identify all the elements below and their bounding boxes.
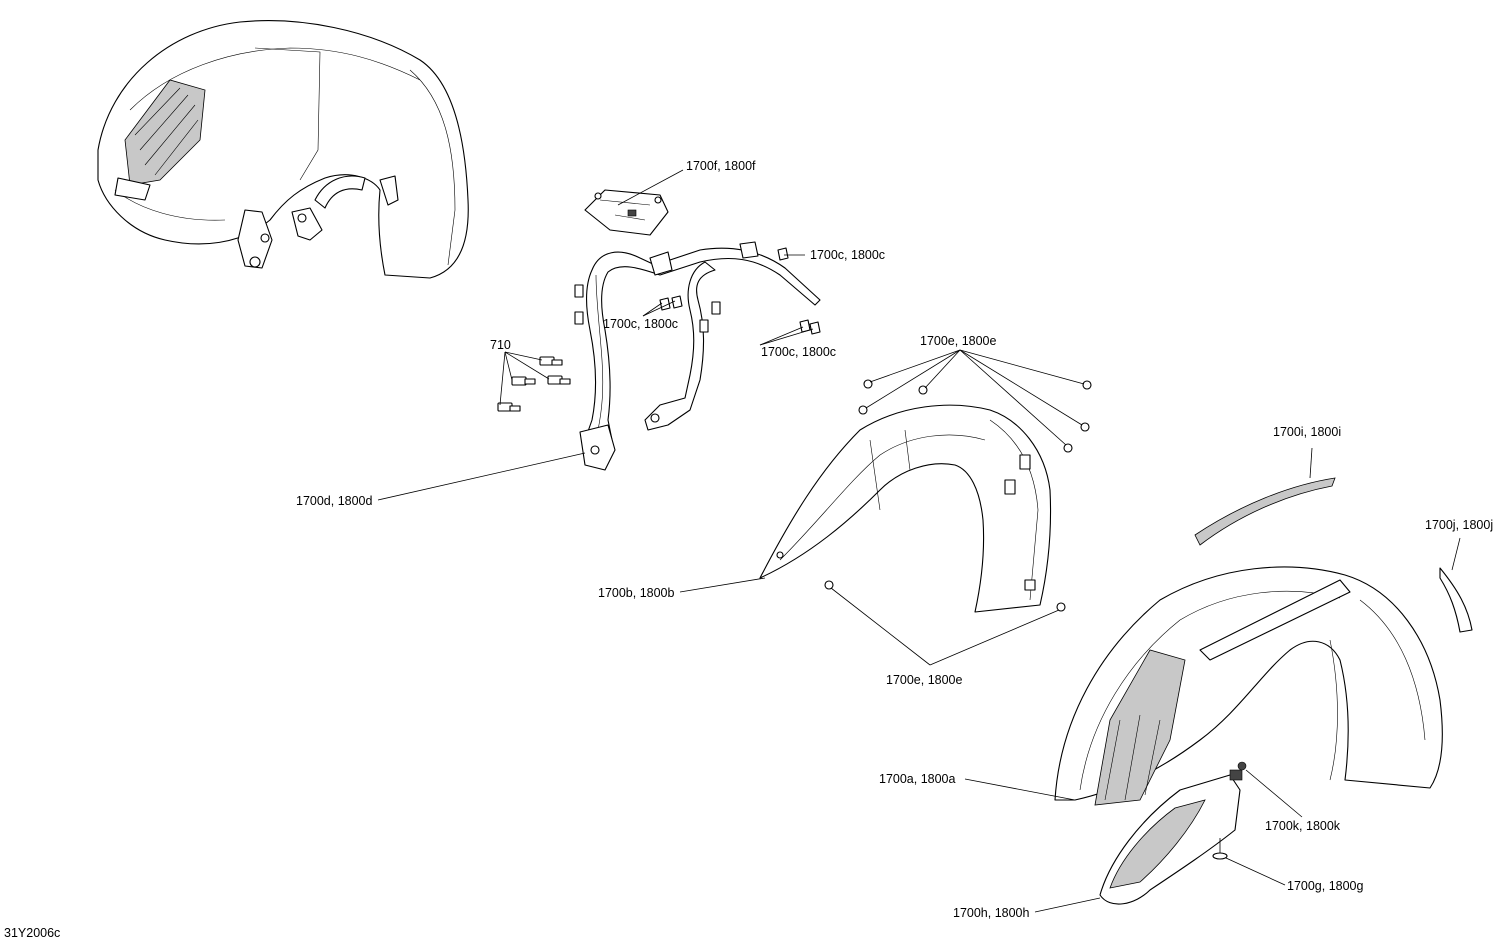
label-1700c-low: 1700c, 1800c bbox=[761, 345, 836, 359]
inner-liner-1700b-part bbox=[759, 404, 1052, 613]
label-1700g: 1700g, 1800g bbox=[1287, 879, 1364, 893]
bracket-1700f-part bbox=[584, 189, 669, 236]
assembled-fender-overview bbox=[97, 20, 469, 279]
label-1700b: 1700b, 1800b bbox=[598, 586, 675, 600]
figure-id: 31Y2006c bbox=[4, 926, 60, 940]
callout-labels: 1700f, 1800f 1700c, 1800c 1700c, 1800c 1… bbox=[4, 159, 1493, 940]
label-1700d: 1700d, 1800d bbox=[296, 494, 373, 508]
label-1700j: 1700j, 1800j bbox=[1425, 518, 1493, 532]
label-1700e-top: 1700e, 1800e bbox=[920, 334, 997, 348]
label-1700c-mid: 1700c, 1800c bbox=[603, 317, 678, 331]
label-710: 710 bbox=[490, 338, 511, 352]
clips-1700c-parts bbox=[659, 247, 821, 335]
screws-710-parts bbox=[497, 356, 571, 412]
trim-strip-1700i-part bbox=[1194, 477, 1336, 546]
label-1700c-top: 1700c, 1800c bbox=[810, 248, 885, 262]
label-1700f: 1700f, 1800f bbox=[686, 159, 756, 173]
label-1700a: 1700a, 1800a bbox=[879, 772, 956, 786]
support-frame-1700d-part bbox=[574, 241, 821, 471]
hardware-small-parts bbox=[1212, 761, 1247, 860]
label-1700e-bottom: 1700e, 1800e bbox=[886, 673, 963, 687]
label-1700h: 1700h, 1800h bbox=[953, 906, 1030, 920]
reflector-1700j-part bbox=[1439, 567, 1473, 633]
push-rivets-1700e-parts bbox=[824, 379, 1092, 612]
tail-light-1700h-part bbox=[1099, 769, 1243, 905]
label-1700i: 1700i, 1800i bbox=[1273, 425, 1341, 439]
leader-lines bbox=[377, 169, 1461, 913]
main-fender-1700a-part bbox=[1054, 566, 1443, 806]
label-1700k: 1700k, 1800k bbox=[1265, 819, 1341, 833]
